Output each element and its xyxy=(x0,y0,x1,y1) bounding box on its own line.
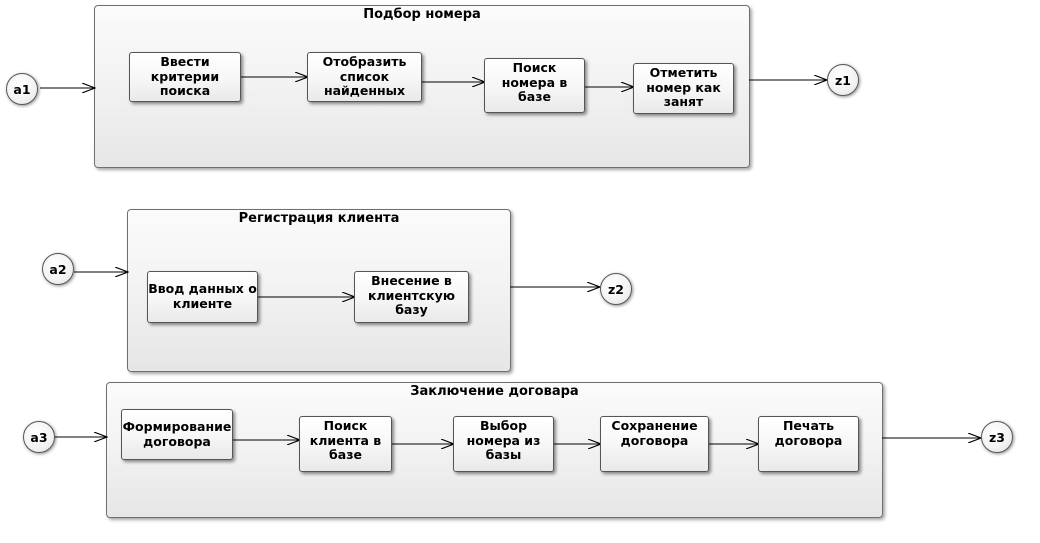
terminal-z1[interactable]: z1 xyxy=(827,64,859,96)
process-print-contract[interactable]: Печать договора xyxy=(758,416,859,472)
process-create-contract[interactable]: Формирование договора xyxy=(121,409,233,460)
process-mark-room-occupied[interactable]: Отметить номер как занят xyxy=(633,63,734,114)
group-title: Подбор номера xyxy=(363,7,481,22)
process-enter-client-data[interactable]: Ввод данных о клиенте xyxy=(147,271,258,323)
process-select-room-from-db[interactable]: Выбор номера из базы xyxy=(453,416,554,472)
process-search-client-in-db[interactable]: Поиск клиента в базе xyxy=(299,416,392,472)
process-display-found-list[interactable]: Отобразить список найденных xyxy=(307,52,422,102)
group-title: Регистрация клиента xyxy=(238,211,400,226)
terminal-z3[interactable]: z3 xyxy=(981,421,1013,453)
terminal-a3[interactable]: a3 xyxy=(23,421,55,453)
process-save-contract[interactable]: Сохранение договора xyxy=(600,416,709,472)
process-search-room-in-db[interactable]: Поиск номера в базе xyxy=(484,58,585,113)
process-enter-search-criteria[interactable]: Ввести критерии поиска xyxy=(129,52,241,102)
group-title: Заключение договара xyxy=(410,384,579,399)
terminal-z2[interactable]: z2 xyxy=(600,273,632,305)
terminal-a2[interactable]: a2 xyxy=(42,253,74,285)
process-add-to-client-db[interactable]: Внесение в клиентскую базу xyxy=(354,271,469,323)
terminal-a1[interactable]: a1 xyxy=(6,73,38,105)
